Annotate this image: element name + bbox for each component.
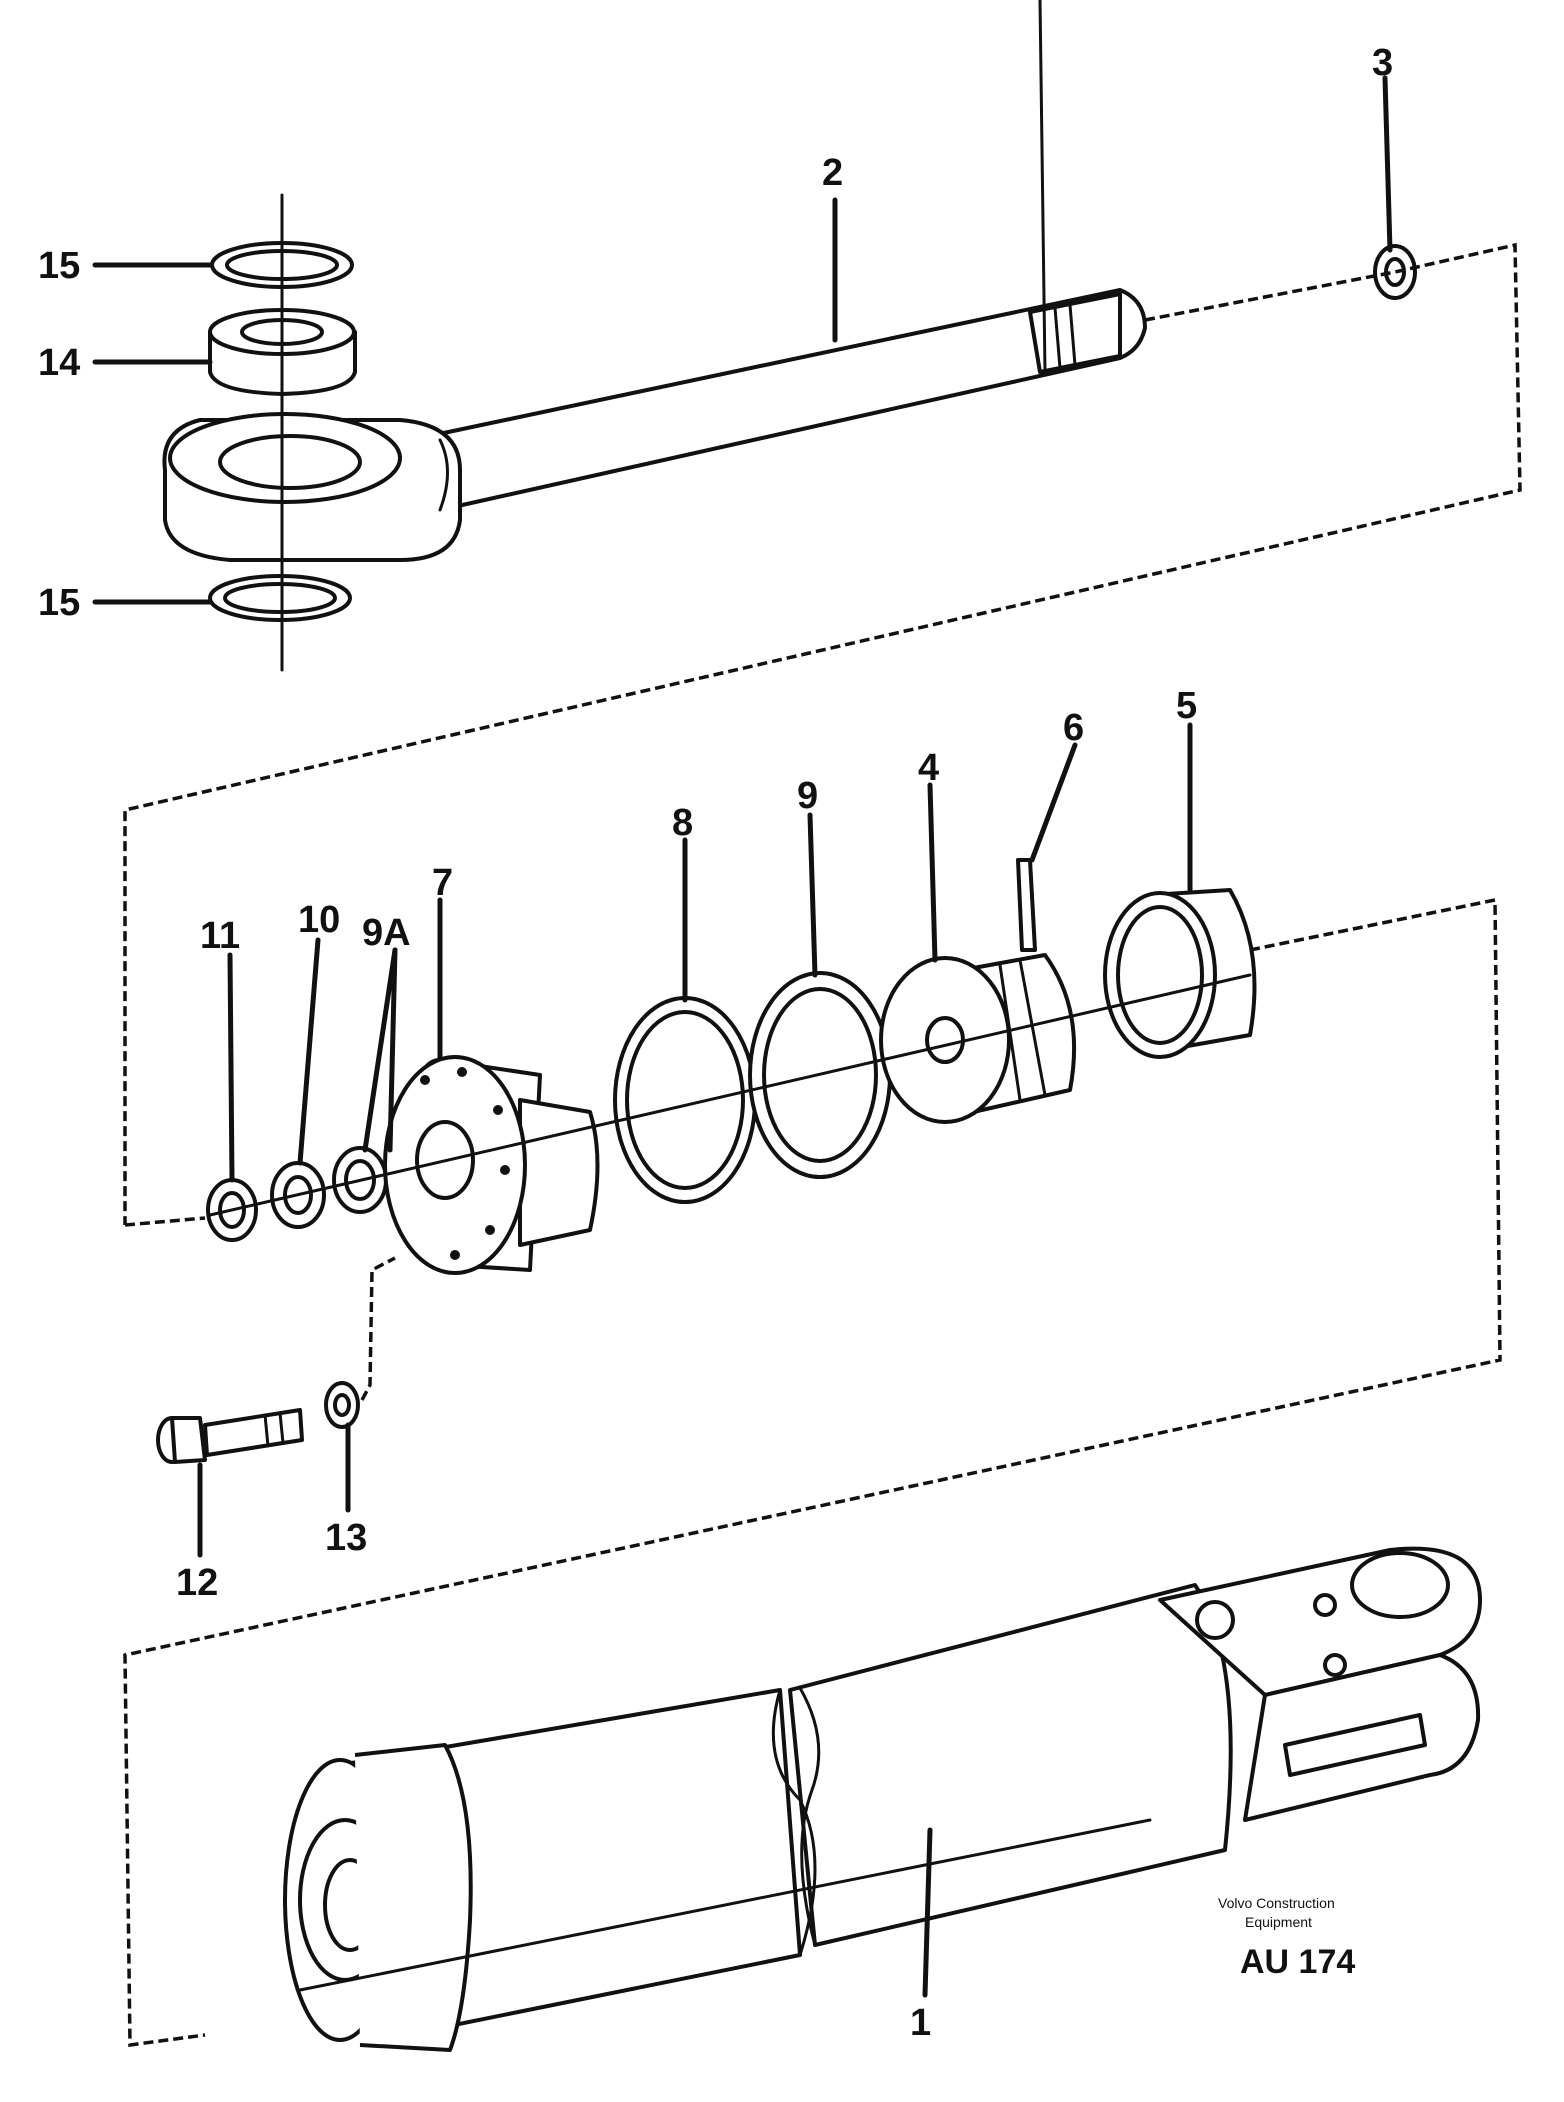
label-part-6: 6 (1063, 707, 1084, 749)
axis-line-tube (298, 1818, 1152, 1992)
guide-bushing (1103, 888, 1257, 1059)
label-part-7: 7 (432, 862, 453, 904)
label-part-15-bottom: 15 (38, 582, 80, 624)
backup-ring (613, 996, 757, 1204)
drawing-code: AU 174 (1240, 1943, 1355, 1981)
label-part-9a: 9A (362, 912, 411, 954)
assembly-line-mid (124, 1216, 206, 1227)
publisher-block: Volvo Construction Equipment AU 174 (1218, 1895, 1355, 1981)
part-labels: 2 3 15 14 15 11 10 9A 7 8 9 4 6 5 12 13 … (38, 42, 1393, 2044)
rod-seal-ring (1373, 244, 1417, 300)
label-part-2: 2 (822, 152, 843, 194)
leader-lines (92, 75, 1393, 1998)
axis-line-piston (208, 973, 1252, 1217)
label-part-12: 12 (176, 1562, 218, 1604)
label-part-4: 4 (918, 747, 939, 789)
lock-washer (324, 1381, 360, 1429)
cylinder-head (383, 1055, 600, 1275)
assembly-line-top (123, 242, 1522, 1225)
wear-ring (1016, 858, 1037, 952)
label-part-10: 10 (298, 899, 340, 941)
label-part-14: 14 (38, 342, 80, 384)
publisher-line-2: Equipment (1245, 1914, 1312, 1930)
bolt (156, 1408, 304, 1464)
piston-rod (162, 0, 1147, 562)
label-part-5: 5 (1176, 685, 1197, 727)
label-part-15-top: 15 (38, 245, 80, 287)
label-part-8: 8 (672, 802, 693, 844)
label-part-3: 3 (1372, 42, 1393, 84)
label-part-9: 9 (797, 775, 818, 817)
piston (879, 953, 1077, 1124)
label-part-11: 11 (200, 915, 240, 957)
assembly-line-bolt (360, 1256, 396, 1401)
label-part-13: 13 (325, 1517, 367, 1559)
retaining-ring-bottom (208, 574, 352, 622)
cylinder-tube (283, 1546, 1482, 2052)
publisher-line-1: Volvo Construction (1218, 1895, 1335, 1911)
assembly-line-right (123, 897, 1502, 2047)
label-part-1: 1 (910, 2002, 931, 2044)
